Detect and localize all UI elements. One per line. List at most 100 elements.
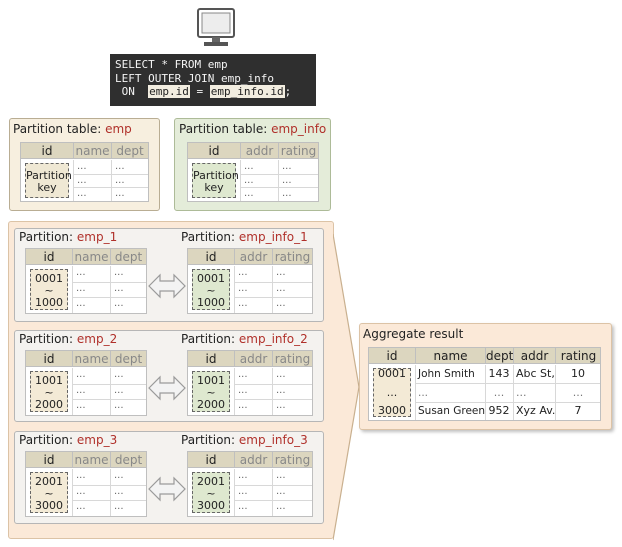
partition-key-line: ~ [44, 486, 54, 500]
partition-title-right: Partition: emp_info_1 [181, 230, 308, 244]
partition-key-line: Partition [26, 168, 72, 182]
placeholder-cell: ... [76, 369, 86, 380]
partition-table-emp-info-title: Partition table: emp_info [179, 122, 326, 136]
column-header-name: name [73, 143, 111, 159]
column-divider [110, 266, 111, 313]
aggregate-cell-addr: ... [516, 385, 527, 399]
placeholder-cell: ... [238, 369, 248, 380]
title-prefix: Partition: [19, 332, 77, 346]
aggregate-cell-dept: ... [493, 385, 505, 399]
partition-key-line: 1001 [35, 373, 63, 387]
placeholder-cell: ... [77, 188, 87, 200]
row-divider [234, 500, 312, 502]
merge-arrow [333, 233, 360, 541]
placeholder-cell: ... [238, 384, 248, 396]
column-divider [272, 266, 273, 313]
row-divider [240, 173, 318, 175]
title-prefix: Partition: [181, 433, 239, 447]
column-divider [513, 365, 514, 420]
column-header-dept: dept [111, 143, 148, 159]
sql-line-2: LEFT OUTER JOIN emp_info [115, 71, 274, 85]
placeholder-cell: ... [76, 501, 86, 513]
column-header-addr: addr [234, 351, 272, 367]
placeholder-cell: ... [114, 501, 124, 513]
title-prefix: Partition: [181, 230, 239, 244]
partition-key-cell: 2001~3000 [192, 472, 230, 513]
aggregate-cell-dept: 143 [488, 367, 510, 381]
placeholder-cell: ... [282, 161, 292, 172]
row-divider [234, 383, 312, 385]
placeholder-cell: ... [276, 470, 286, 481]
column-divider [555, 365, 556, 420]
column-divider [415, 365, 416, 420]
column-header-dept: dept [110, 249, 146, 265]
column-header-dept: dept [110, 351, 146, 367]
column-header-id: id [205, 352, 217, 366]
table-name: emp [105, 122, 132, 136]
aggregate-id-value: 3000 [378, 403, 406, 417]
partition-key-line: 2000 [35, 397, 63, 411]
partition-key-line: 1000 [197, 295, 225, 309]
aggregate-cell-addr: Xyz Av. [516, 403, 556, 417]
placeholder-cell: ... [115, 161, 125, 172]
column-header-name: name [415, 348, 485, 364]
sql-line-1: SELECT * FROM emp [115, 58, 228, 71]
placeholder-cell: ... [76, 267, 86, 278]
bidirectional-arrow-icon [148, 273, 186, 299]
placeholder-cell: ... [114, 298, 124, 310]
placeholder-cell: ... [282, 188, 292, 200]
row-divider [234, 484, 312, 486]
placeholder-cell: ... [114, 470, 124, 481]
column-header-name: name [72, 249, 110, 265]
row-divider [240, 187, 318, 189]
partition-key-line: ~ [206, 283, 216, 297]
placeholder-cell: ... [114, 369, 124, 380]
partition-key-line: ~ [44, 283, 54, 297]
placeholder-cell: ... [282, 174, 292, 186]
column-divider [111, 160, 112, 201]
row-divider [234, 399, 312, 401]
placeholder-cell: ... [114, 384, 124, 396]
column-divider [110, 368, 111, 415]
placeholder-cell: ... [238, 485, 248, 497]
sql-line-3-prefix: ON [115, 85, 149, 98]
title-prefix: Partition: [19, 230, 77, 244]
arrow-shape [148, 375, 186, 401]
partition-key-line: key [37, 180, 57, 194]
partition-key-line: 2001 [197, 474, 225, 488]
column-divider [72, 368, 73, 415]
column-header-addr: addr [240, 143, 278, 159]
sql-query-box: SELECT * FROM emp LEFT OUTER JOIN emp_in… [110, 54, 316, 106]
row-divider [73, 187, 148, 189]
table-header [369, 348, 600, 364]
column-divider [110, 469, 111, 516]
column-header-id: id [41, 144, 53, 158]
column-header-name: name [72, 452, 110, 468]
row-divider [234, 297, 312, 299]
column-divider [234, 266, 235, 313]
column-header-id: id [43, 250, 55, 264]
placeholder-cell: ... [76, 400, 86, 412]
partition-key-line: ~ [206, 385, 216, 399]
partition-key-line: key [204, 180, 224, 194]
placeholder-cell: ... [114, 267, 124, 278]
title-prefix: Partition table: [179, 122, 272, 136]
placeholder-cell: ... [114, 485, 124, 497]
column-header-id: id [205, 453, 217, 467]
partition-key-line: Partition [193, 168, 239, 182]
arrow-shape [148, 273, 186, 299]
bidirectional-arrow-icon [148, 375, 186, 401]
partition-title-right: Partition: emp_info_3 [181, 433, 308, 447]
aggregate-cell-name: Susan Green [418, 404, 486, 417]
placeholder-cell: ... [114, 400, 124, 412]
partition-key-cell: 1001~2000 [192, 371, 230, 412]
aggregate-id-value: ... [386, 385, 398, 399]
